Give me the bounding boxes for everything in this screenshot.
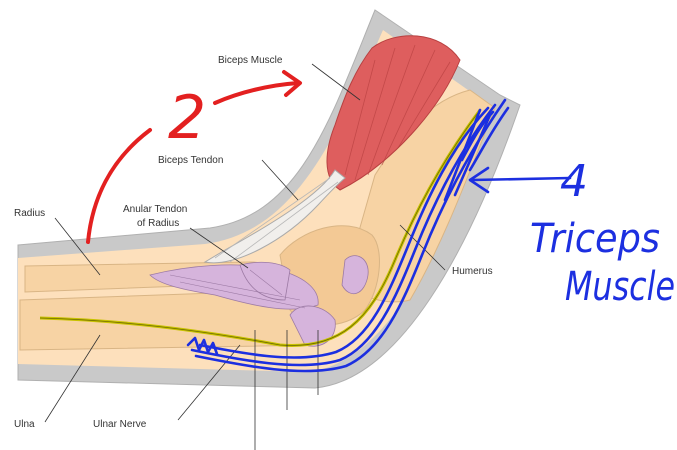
label-ulnar-nerve: Ulnar Nerve [93, 419, 147, 430]
blue-annotation-muscle: Muscle [565, 264, 675, 310]
label-anular-tendon-line2: of Radius [137, 218, 179, 229]
label-biceps-tendon: Biceps Tendon [158, 155, 223, 166]
red-annotation-number: 2 [168, 83, 206, 153]
label-ulna: Ulna [14, 419, 35, 430]
label-radius: Radius [14, 208, 45, 219]
blue-annotation-triceps: Triceps [530, 216, 660, 262]
label-biceps-muscle: Biceps Muscle [218, 55, 283, 66]
blue-annotation-number: 4 [560, 156, 588, 207]
label-humerus: Humerus [452, 266, 493, 277]
label-anular-tendon-line1: Anular Tendon [123, 204, 187, 215]
